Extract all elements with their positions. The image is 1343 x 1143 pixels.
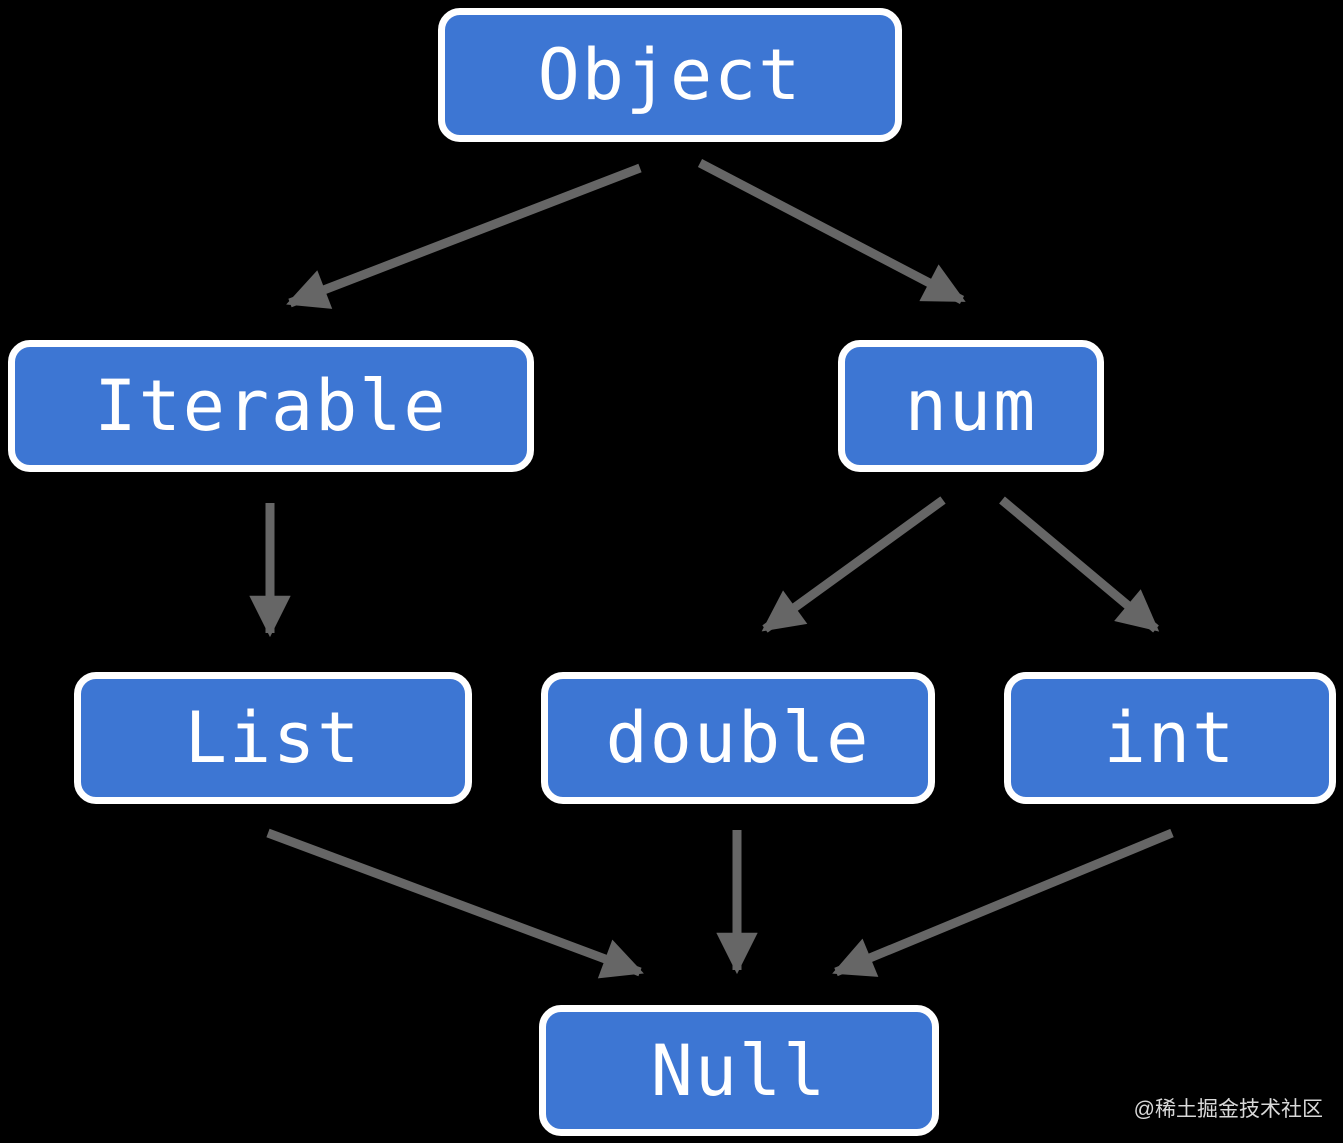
edge-num-int (999, 496, 1160, 633)
node-list: List (74, 672, 472, 804)
edge-list-null (266, 828, 644, 979)
node-iterable: Iterable (8, 340, 534, 472)
edge-num-double (761, 496, 946, 633)
watermark-juejin: @稀土掘金技术社区 (1133, 1098, 1323, 1121)
node-object: Object (438, 8, 902, 142)
node-null: Null (539, 1005, 939, 1136)
node-num: num (838, 340, 1104, 472)
edge-object-num (697, 159, 966, 304)
edge-int-null (832, 828, 1174, 977)
edge-object-iterable (286, 163, 642, 309)
node-int: int (1004, 672, 1336, 804)
node-double: double (541, 672, 935, 804)
